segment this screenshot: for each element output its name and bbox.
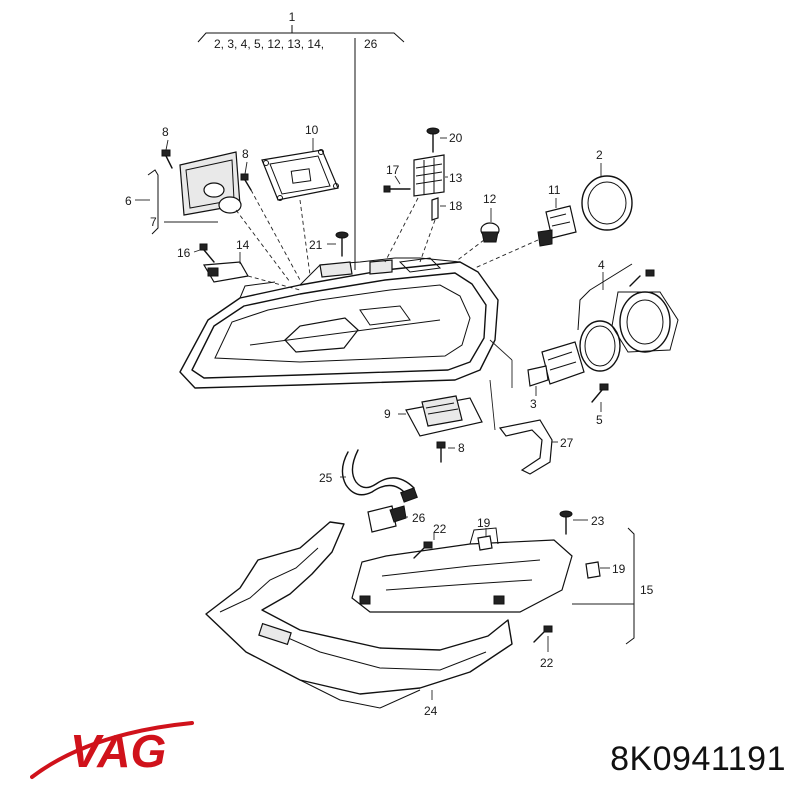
screw-8-lower <box>436 441 455 463</box>
part-27-trim <box>489 379 558 475</box>
part-12-bulb <box>454 208 500 263</box>
logo-text: VAG <box>70 725 166 777</box>
callout-23: 23 <box>591 514 605 528</box>
part-number: 8K0941191 <box>610 740 786 778</box>
part-6-control-module <box>135 151 291 283</box>
callout-3: 3 <box>530 397 537 411</box>
callout-7: 7 <box>150 215 157 229</box>
screw-5 <box>591 383 609 412</box>
part-26-vent-cap <box>367 505 408 533</box>
logo-swoosh <box>30 721 194 779</box>
callout-8-lower: 8 <box>458 441 465 455</box>
callout-26: 26 <box>412 511 426 525</box>
clip-19-upper <box>477 528 493 551</box>
screw-23 <box>559 510 588 535</box>
headlight-housing <box>179 257 499 389</box>
assembly-header: 1 2, 3, 4, 5, 12, 13, 14, 26 <box>197 10 405 270</box>
clip-19-lower <box>585 561 610 579</box>
callout-11: 11 <box>548 183 561 197</box>
part-3-igniter <box>489 339 585 396</box>
clip-18 <box>419 197 446 263</box>
screw-22-lower <box>533 625 553 652</box>
callout-12: 12 <box>483 192 497 206</box>
part-25-vent-hose <box>340 449 418 503</box>
part-15-mounting-bracket <box>351 527 635 645</box>
part-2-seal-ring <box>581 163 633 231</box>
screw-8-upper-right <box>240 161 301 281</box>
callout-27: 27 <box>560 436 574 450</box>
vag-logo: VAG <box>30 721 194 779</box>
screw-20 <box>426 127 447 153</box>
assembly-parts-list: 2, 3, 4, 5, 12, 13, 14, <box>214 37 324 51</box>
callout-24: 24 <box>424 704 438 718</box>
callout-8-upper-right: 8 <box>242 147 249 161</box>
callout-25: 25 <box>319 471 333 485</box>
assembly-parts-end: 26 <box>364 37 378 51</box>
part-14-bracket <box>202 252 301 291</box>
screw-21 <box>327 231 349 257</box>
callout-16: 16 <box>177 246 191 260</box>
callout-9: 9 <box>384 407 391 421</box>
callout-4: 4 <box>598 258 605 272</box>
callout-17: 17 <box>386 163 400 177</box>
part-11-xenon-bulb <box>474 198 577 269</box>
screw-22-upper <box>413 532 435 559</box>
part-10-ballast-module <box>261 138 339 276</box>
callout-15: 15 <box>640 583 654 597</box>
callout-13: 13 <box>449 171 463 185</box>
part-24-lower-frame <box>205 521 513 709</box>
callout-8-upper-left: 8 <box>162 125 169 139</box>
callout-6: 6 <box>125 194 132 208</box>
assembly-number: 1 <box>289 10 296 24</box>
callout-5: 5 <box>596 413 603 427</box>
callout-19-lower: 19 <box>612 562 626 576</box>
screw-8-upper-left <box>161 139 173 169</box>
callout-19-upper: 19 <box>477 516 491 530</box>
part-9-led-module <box>398 395 483 437</box>
callout-2: 2 <box>596 148 603 162</box>
callout-22-lower: 22 <box>540 656 554 670</box>
callout-18: 18 <box>449 199 463 213</box>
screw-16 <box>193 243 215 263</box>
callout-21: 21 <box>309 238 323 252</box>
part-13-lamp-holder <box>384 154 448 263</box>
screw-17 <box>383 175 411 193</box>
callout-20: 20 <box>449 131 463 145</box>
callout-10: 10 <box>305 123 319 137</box>
part-4-cover <box>577 263 679 372</box>
header-bracket <box>197 32 405 43</box>
callout-14: 14 <box>236 238 250 252</box>
callout-22-upper: 22 <box>433 522 447 536</box>
